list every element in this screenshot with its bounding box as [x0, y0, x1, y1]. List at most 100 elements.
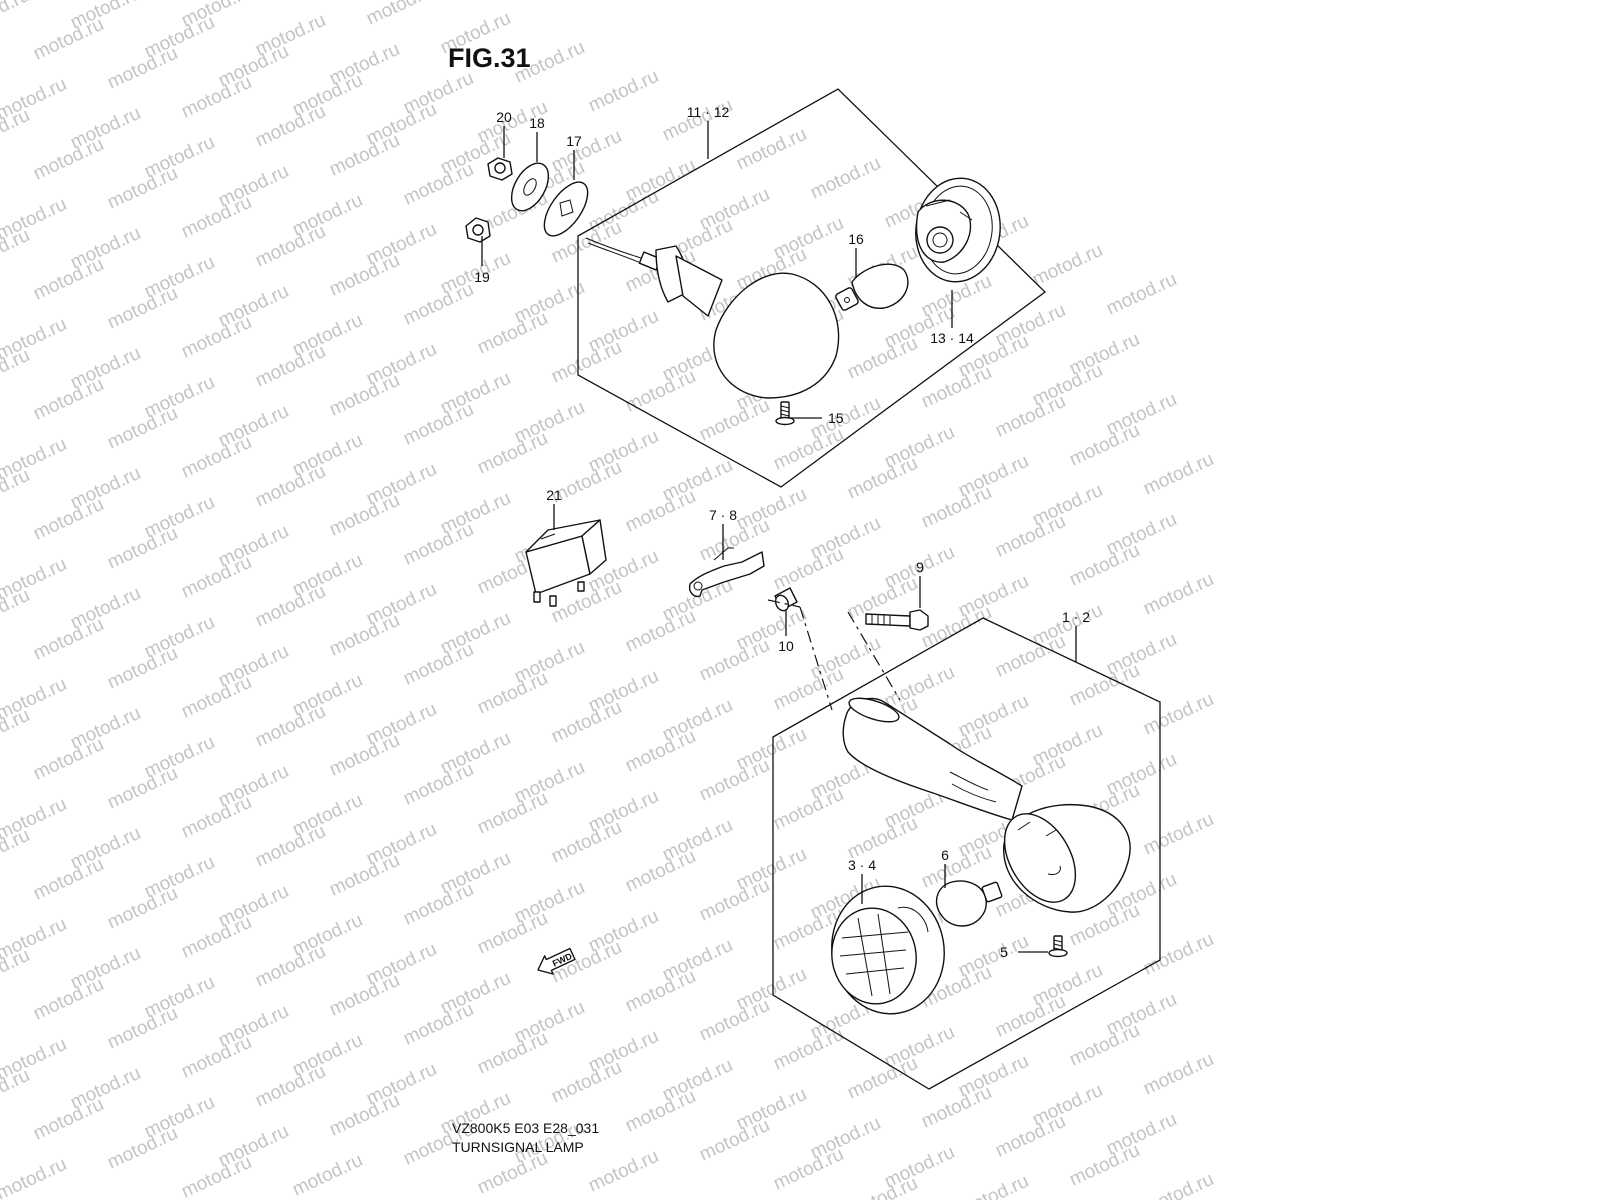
watermark-text: motod.ru [30, 134, 107, 185]
callout-20: 20 [496, 109, 512, 125]
watermark-text: motod.ru [104, 883, 181, 934]
watermark-text: motod.ru [400, 639, 477, 690]
watermark-text: motod.ru [252, 821, 329, 872]
watermark-text: motod.ru [992, 991, 1069, 1042]
callout-17: 17 [566, 133, 582, 149]
watermark-text: motod.ru [30, 14, 107, 65]
watermark-text: motod.ru [548, 697, 625, 748]
watermark-text: motod.ru [30, 1094, 107, 1145]
watermark-text: motod.ru [1066, 660, 1143, 711]
watermark-text: motod.ru [474, 908, 551, 959]
watermark-text: motod.ru [696, 875, 773, 926]
watermark-text: motod.ru [30, 974, 107, 1025]
lamp-wire [585, 237, 642, 264]
watermark-text: motod.ru [326, 970, 403, 1021]
watermark-text: motod.ru [252, 581, 329, 632]
watermark-text: motod.ru [622, 366, 699, 417]
watermark-text: motod.ru [1140, 809, 1217, 860]
figure-name: TURNSIGNAL LAMP [452, 1139, 584, 1155]
nut-20 [487, 157, 513, 181]
callout-1-2: 1 · 2 [1062, 609, 1090, 625]
callout-9: 9 [916, 559, 924, 575]
watermark-text: motod.ru [992, 1111, 1069, 1162]
bracket-7-8 [688, 547, 765, 598]
watermark-text: motod.ru [326, 130, 403, 181]
watermark-text: motod.ru [252, 101, 329, 152]
watermark-text: motod.ru [622, 966, 699, 1017]
nut-19 [465, 217, 491, 243]
assembly-boundary-front [772, 617, 1161, 1090]
washer-17 [543, 181, 589, 237]
watermark-text: motod.ru [992, 631, 1069, 682]
watermark-text: motod.ru [252, 941, 329, 992]
watermark-text: motod.ru [992, 511, 1069, 562]
watermark-layer: motod.rumotod.rumotod.rumotod.rumotod.ru… [0, 0, 1217, 1200]
watermark-text: motod.ru [178, 72, 255, 123]
watermark-text: motod.ru [622, 486, 699, 537]
callout-6: 6 [941, 847, 949, 863]
callout-10: 10 [778, 638, 794, 654]
watermark-text: motod.ru [1066, 1020, 1143, 1071]
watermark-text: motod.ru [770, 1024, 847, 1075]
watermark-text: motod.ru [30, 254, 107, 305]
watermark-text: motod.ru [918, 602, 995, 653]
watermark-text: motod.ru [104, 1123, 181, 1174]
spacer-10 [774, 587, 798, 612]
watermark-text: motod.ru [696, 635, 773, 686]
watermark-text: motod.ru [1029, 240, 1106, 291]
watermark-text: motod.ru [178, 432, 255, 483]
watermark-text: motod.ru [1066, 1140, 1143, 1191]
watermark-text: motod.ru [400, 519, 477, 570]
watermark-text: motod.ru [178, 792, 255, 843]
watermark-text: motod.ru [1103, 269, 1180, 320]
watermark-text: motod.ru [1066, 540, 1143, 591]
watermark-text: motod.ru [622, 606, 699, 657]
watermark-text: motod.ru [585, 1146, 662, 1197]
watermark-text: motod.ru [104, 643, 181, 694]
watermark-text: motod.ru [696, 995, 773, 1046]
washer-18 [510, 162, 550, 212]
watermark-text: motod.ru [1140, 569, 1217, 620]
watermark-text: motod.ru [326, 370, 403, 421]
watermark-text: motod.ru [252, 221, 329, 272]
callout-21: 21 [546, 487, 562, 503]
watermark-text: motod.ru [326, 1090, 403, 1141]
watermark-text: motod.ru [0, 0, 33, 36]
watermark-text: motod.ru [400, 759, 477, 810]
watermark-text: motod.ru [30, 734, 107, 785]
watermark-text: motod.ru [326, 250, 403, 301]
callout-11-12: 11 · 12 [687, 104, 730, 120]
mount-line-c [767, 599, 801, 608]
watermark-text: motod.ru [918, 362, 995, 413]
watermark-text: motod.ru [252, 341, 329, 392]
assembly-boundary-rear [577, 88, 1046, 488]
lamp-stem [638, 245, 723, 317]
callout-3-4: 3 · 4 [848, 857, 876, 873]
watermark-text: motod.ru [104, 1003, 181, 1054]
watermark-text: motod.ru [1140, 689, 1217, 740]
watermark-text: motod.ru [1140, 449, 1217, 500]
watermark-text: motod.ru [252, 701, 329, 752]
watermark-text: motod.ru [844, 333, 921, 384]
watermark-text: motod.ru [400, 159, 477, 210]
callout-19: 19 [474, 269, 490, 285]
watermark-text: motod.ru [252, 461, 329, 512]
watermark-text: motod.ru [0, 1154, 70, 1200]
watermark-text: motod.ru [807, 153, 884, 204]
callout-13-14: 13 · 14 [930, 330, 974, 346]
watermark-text: motod.ru [289, 1150, 366, 1200]
watermark-text: motod.ru [178, 1152, 255, 1200]
watermark-text: motod.ru [30, 374, 107, 425]
watermark-text: motod.ru [400, 399, 477, 450]
figure-code: VZ800K5 E03 E28_031 [452, 1120, 599, 1136]
watermark-text: motod.ru [104, 283, 181, 334]
screw-5 [1048, 935, 1068, 958]
watermark-text: motod.ru [104, 763, 181, 814]
watermark-text: motod.ru [918, 1082, 995, 1133]
watermark-text: motod.ru [474, 1028, 551, 1079]
watermark-text: motod.ru [474, 788, 551, 839]
watermark-text: motod.ru [30, 494, 107, 545]
watermark-text: motod.ru [548, 817, 625, 868]
screw-15 [775, 401, 795, 426]
